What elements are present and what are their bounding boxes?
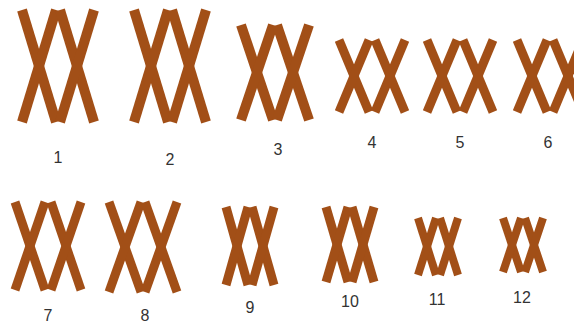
- chromatid: [60, 10, 94, 122]
- chromosome-pair: [15, 202, 81, 290]
- chromatid: [22, 10, 56, 122]
- chromatid: [352, 207, 374, 282]
- chromosome-pair: [326, 207, 374, 282]
- chromatid: [51, 202, 81, 290]
- chromatid: [418, 218, 436, 275]
- chromosome-pair: [22, 10, 94, 122]
- chromatid: [252, 207, 274, 285]
- chromatid: [145, 202, 177, 292]
- chromatid: [326, 207, 348, 282]
- chromatid: [145, 202, 177, 292]
- chromosome-number: 1: [54, 150, 63, 166]
- chromatid: [517, 40, 547, 112]
- chromosome-number: 12: [513, 290, 531, 306]
- chromosome-pair: [241, 25, 309, 120]
- chromatid: [525, 218, 543, 272]
- chromosome-pair: [503, 218, 543, 272]
- chromosome-number: 10: [341, 294, 359, 310]
- chromosome-pair: [427, 40, 493, 112]
- chromatid: [553, 40, 574, 112]
- chromatid: [375, 40, 405, 112]
- chromatid: [226, 207, 248, 285]
- chromatid: [326, 207, 348, 282]
- chromatid: [525, 218, 543, 272]
- chromosome-number: 6: [544, 135, 553, 151]
- chromosome-pair: [517, 40, 574, 112]
- chromatid: [440, 218, 458, 275]
- chromatid: [134, 10, 168, 122]
- chromosome-pair: [226, 207, 274, 285]
- chromatid: [503, 218, 521, 272]
- chromosome-pair: [339, 40, 405, 112]
- chromosome-number: 7: [44, 308, 53, 324]
- chromosome-number: 2: [166, 152, 175, 168]
- chromatid: [463, 40, 493, 112]
- chromosome-pair: [109, 202, 177, 292]
- chromatid: [339, 40, 369, 112]
- chromosome-number: 4: [368, 135, 377, 151]
- chromatid: [252, 207, 274, 285]
- chromatid: [440, 218, 458, 275]
- chromosome-number: 9: [246, 300, 255, 316]
- chromosome-number: 5: [456, 135, 465, 151]
- chromosome-number: 3: [274, 142, 283, 158]
- chromosome-number: 8: [141, 308, 150, 324]
- chromatid: [463, 40, 493, 112]
- chromatid: [375, 40, 405, 112]
- chromatid: [51, 202, 81, 290]
- chromatid: [517, 40, 547, 112]
- chromosome-number: 11: [429, 292, 446, 308]
- chromatid: [241, 25, 273, 120]
- chromatid: [277, 25, 309, 120]
- chromatid: [418, 218, 436, 275]
- chromatid: [109, 202, 141, 292]
- chromatid: [427, 40, 457, 112]
- chromatid: [553, 40, 574, 112]
- chromatid: [427, 40, 457, 112]
- chromatid: [172, 10, 206, 122]
- chromatid: [15, 202, 45, 290]
- chromatid: [134, 10, 168, 122]
- chromosome-pair: [134, 10, 206, 122]
- chromatid: [339, 40, 369, 112]
- chromatid: [352, 207, 374, 282]
- chromatid: [109, 202, 141, 292]
- chromatid: [277, 25, 309, 120]
- chromatid: [226, 207, 248, 285]
- chromatid: [15, 202, 45, 290]
- chromatid: [22, 10, 56, 122]
- chromosome-pair: [418, 218, 458, 275]
- chromatid: [241, 25, 273, 120]
- chromatid: [60, 10, 94, 122]
- chromatid: [172, 10, 206, 122]
- chromatid: [503, 218, 521, 272]
